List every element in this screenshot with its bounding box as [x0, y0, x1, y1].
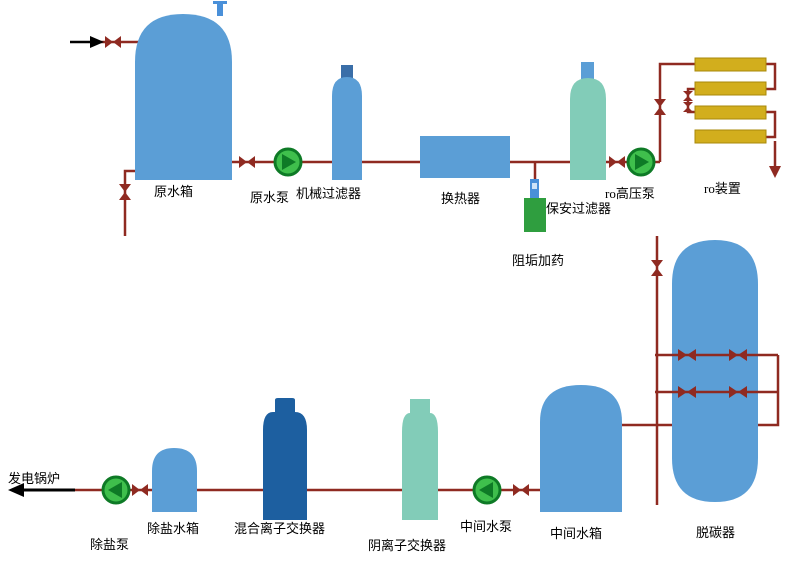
- ro-membrane-2: [694, 81, 767, 96]
- mechanical-filter: [332, 77, 362, 180]
- label-heat-exchanger: 换热器: [441, 191, 481, 206]
- ro-feed-valve-icon: [609, 156, 625, 168]
- ro-feed-riser-pipe: [658, 62, 695, 162]
- ro-unit: [694, 57, 767, 144]
- antiscalant-dosing-tank: [524, 198, 546, 232]
- label-intermediate-tank: 中间水箱: [550, 526, 603, 541]
- riser-valve-icon: [654, 99, 666, 115]
- label-mechanical-filter: 机械过滤器: [296, 186, 362, 201]
- intermediate-pump-icon: [472, 475, 502, 505]
- label-ro-unit: ro装置: [704, 181, 741, 196]
- ro-hp-pump-icon: [626, 147, 656, 177]
- decarbonizer-valve-icon: [678, 349, 696, 361]
- intermediate-tank: [540, 385, 622, 512]
- raw-water-tank: [135, 14, 232, 180]
- drain-valve-icon: [119, 184, 131, 200]
- vessels: [135, 1, 767, 520]
- inlet-valve-icon: [105, 36, 121, 48]
- decarbonizer-valve-icon: [678, 386, 696, 398]
- label-raw-water-tank: 原水箱: [154, 184, 194, 199]
- anion-exchanger: [402, 399, 438, 520]
- decarbonizer-valve-icon: [729, 349, 747, 361]
- ro-stage-valve-icon: [683, 91, 693, 101]
- ro-stage-valve-icon: [683, 102, 693, 112]
- decarbonizer: [672, 240, 758, 502]
- inlet-arrow-icon: [90, 36, 104, 48]
- ro-connector-right-1: [766, 62, 777, 91]
- mechanical-filter-cap-icon: [341, 65, 353, 78]
- tank-vent-cap-icon: [213, 1, 227, 4]
- label-decarbonizer: 脱碳器: [696, 525, 736, 540]
- boiler-arrow-icon: [8, 483, 24, 497]
- security-filter-cap-icon: [581, 62, 594, 79]
- raw-water-pump-icon: [273, 147, 303, 177]
- label-demin-tank: 除盐水箱: [147, 521, 200, 536]
- mixed-ion-exchanger: [263, 398, 307, 520]
- label-raw-water-pump: 原水泵: [250, 190, 290, 205]
- label-antiscalant-dosing: 阻垢加药: [512, 253, 565, 268]
- ro-membrane-1: [694, 57, 767, 72]
- dosing-injector-window-icon: [532, 183, 537, 189]
- demin-valve-icon: [132, 484, 148, 496]
- intermediate-valve-icon: [513, 484, 529, 496]
- ro-connector-right-2: [766, 110, 777, 139]
- demin-tank: [152, 448, 197, 512]
- flow-arrows: [8, 36, 104, 497]
- drain-pipe: [123, 169, 140, 236]
- ro-membrane-4: [694, 129, 767, 144]
- label-demin-pump: 除盐泵: [90, 537, 130, 552]
- heat-exchanger: [420, 136, 510, 178]
- security-filter: [570, 78, 606, 180]
- label-security-filter: 保安过滤器: [546, 201, 612, 216]
- ro-membrane-3: [694, 105, 767, 120]
- decarbonizer-valve-icon: [729, 386, 747, 398]
- label-mixed-ion-exchanger: 混合离子交换器: [234, 521, 326, 536]
- label-intermediate-pump: 中间水泵: [460, 519, 513, 534]
- decarbonizer-inlet-valve-icon: [651, 260, 663, 276]
- raw-water-valve-icon: [239, 156, 255, 168]
- ro-discharge-arrow-icon: [769, 166, 781, 178]
- label-anion-exchanger: 阴离子交换器: [368, 538, 447, 553]
- valves: [105, 36, 693, 496]
- label-boiler: 发电锅炉: [8, 471, 61, 486]
- decarbonizer-assembly: [651, 236, 778, 505]
- label-ro-hp-pump: ro高压泵: [605, 186, 655, 201]
- demin-pump-icon: [101, 475, 131, 505]
- pumps: [101, 147, 656, 505]
- tank-vent-icon: [217, 2, 223, 16]
